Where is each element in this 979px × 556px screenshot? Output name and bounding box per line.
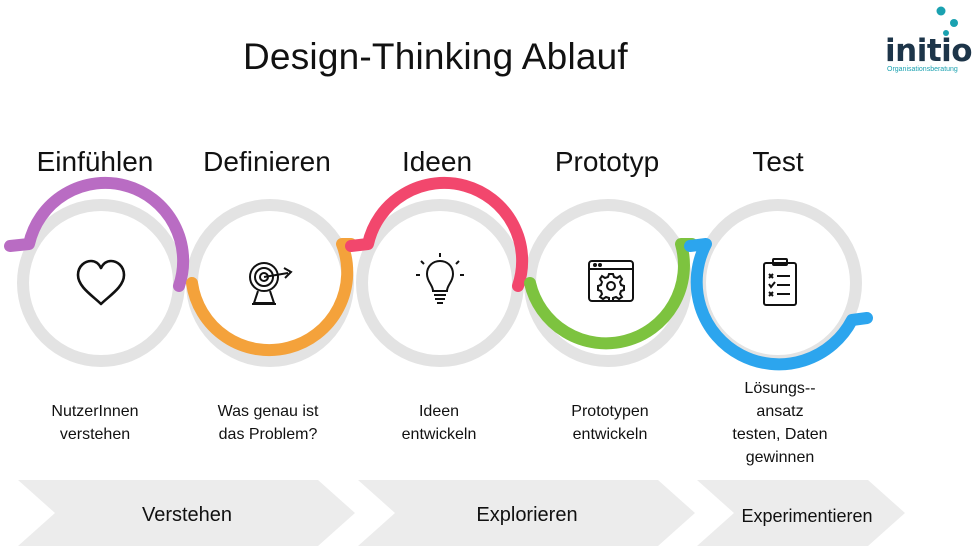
phase-chevron-explorieren: [358, 480, 695, 546]
ring-arc-ideen: [345, 176, 529, 292]
logo-dots-icon: [936, 6, 958, 36]
step-title-prototyp: Prototyp: [554, 146, 660, 177]
description-line: Was genau ist: [217, 403, 319, 420]
page-title: Design-Thinking Ablauf: [243, 36, 628, 77]
phase-label-experimentieren: Experimentieren: [741, 506, 873, 526]
phase-label-explorieren: Explorieren: [476, 504, 578, 526]
description-line: verstehen: [59, 426, 131, 443]
step-title-test: Test: [752, 146, 804, 177]
phase-chevron-experimentieren: [697, 480, 905, 546]
checklist-icon: [763, 258, 797, 306]
description-line: Ideen: [418, 403, 460, 420]
process-rings: [4, 176, 873, 371]
step-description-einfuehlen: NutzerInnen verstehen: [20, 400, 170, 446]
step-description-prototyp: Prototypen entwickeln: [535, 400, 685, 446]
ring-track-1: [17, 199, 185, 367]
heart-icon: [76, 259, 126, 306]
logo-subtitle: Organisationsberatung: [887, 66, 958, 73]
step-title-einfuehlen: Einfühlen: [36, 146, 154, 177]
step-description-ideen: Ideen entwickeln: [364, 400, 514, 446]
description-line: Lösungs--: [744, 380, 816, 397]
gear-window-icon: [588, 260, 634, 302]
phase-chevrons: [18, 480, 905, 546]
logo-wordmark: initio: [885, 33, 973, 69]
description-line: NutzerInnen: [51, 403, 139, 420]
phase-label-verstehen: Verstehen: [141, 504, 233, 526]
ring-arc-prototyp: [524, 238, 698, 350]
description-line: testen, Daten: [732, 426, 828, 443]
description-line: Prototypen: [571, 403, 649, 420]
ring-track-3: [356, 199, 524, 367]
description-line: gewinnen: [745, 449, 815, 466]
ring-arc-test: [684, 238, 873, 371]
company-logo: initio Organisationsberatung: [880, 5, 975, 77]
description-line: das Problem?: [218, 426, 318, 443]
description-line: entwickeln: [572, 426, 648, 443]
step-description-test: Lösungs-- ansatz testen, Daten gewinnen: [705, 377, 855, 469]
ring-arc-einfuehlen: [4, 176, 190, 292]
step-description-definieren: Was genau ist das Problem?: [193, 400, 343, 446]
ring-arc-definieren: [186, 238, 357, 357]
description-line: entwickeln: [401, 426, 477, 443]
target-icon: [249, 262, 293, 305]
description-line: ansatz: [756, 403, 804, 420]
step-title-definieren: Definieren: [203, 146, 331, 177]
step-title-ideen: Ideen: [401, 146, 473, 177]
phase-chevron-verstehen: [18, 480, 355, 546]
lightbulb-icon: [416, 253, 464, 304]
